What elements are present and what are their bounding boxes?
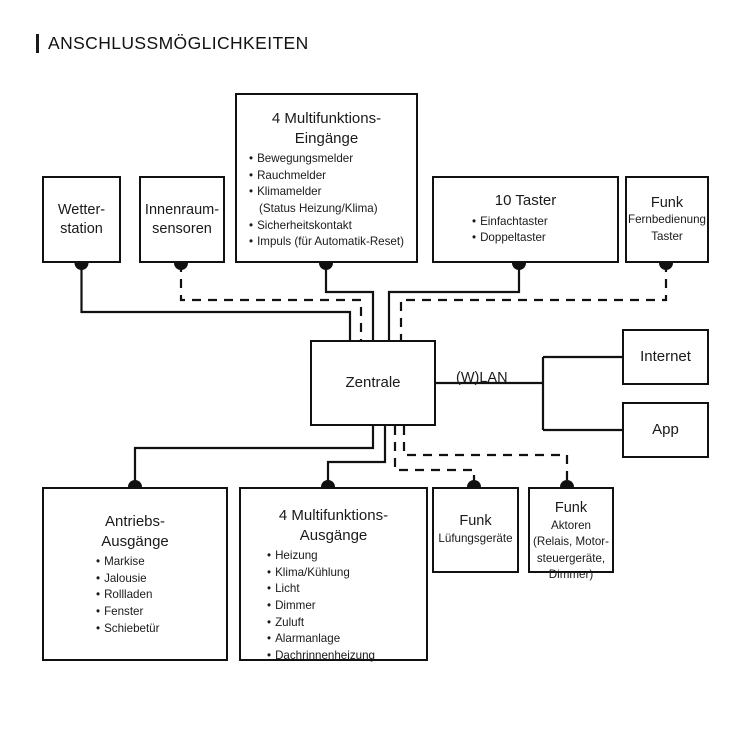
list-item: Heizung [267,548,375,565]
wire-wetterstation-zentrale [80,263,352,340]
node-wetterstation-title: Wetter- station [57,201,106,237]
node-taster-title: 10 Taster [494,192,557,209]
list-item: Doppeltaster [472,230,548,247]
node-innenraumsensoren-title: Innenraum- sensoren [144,201,220,237]
list-item: Markise [96,554,160,571]
node-antriebs-list: Markise Jalousie Rollladen Fenster Schie… [96,554,160,638]
list-item: Rollladen [96,587,160,604]
list-item: (Status Heizung/Klima) [259,202,378,216]
page-title: ANSCHLUSSMÖGLICHKEITEN [36,33,309,54]
list-item: Alarmanlage [267,631,375,648]
list-item: Licht [267,581,375,598]
list-item: Impuls (für Automatik-Reset) [249,234,404,251]
wire-zentrale-funkakt [402,426,569,487]
node-zentrale[interactable]: Zentrale [310,340,436,426]
wire-innenraumsensoren-zentrale [179,263,363,340]
list-item: Rauchmelder [249,168,404,185]
wire-zentrale-ausgaenge [326,426,387,487]
node-funkfern-title: Funk [650,194,684,211]
node-innenraumsensoren[interactable]: Innenraum- sensoren [139,176,225,263]
node-multifunktions-eingaenge[interactable]: 4 Multifunktions- Eingänge Bewegungsmeld… [235,93,418,263]
wire-zentrale-funkluft [393,426,476,487]
wire-eingaenge-zentrale [324,263,375,340]
node-funkfern-sub: Fernbedienung Taster [628,213,706,243]
node-multifunktions-ausgaenge[interactable]: 4 Multifunktions- Ausgänge Heizung Klima… [239,487,428,662]
node-antriebs-ausgaenge[interactable]: Antriebs- Ausgänge Markise Jalousie Roll… [42,487,228,661]
node-funk-fernbedienung[interactable]: Funk Fernbedienung Taster [625,176,709,263]
node-taster-list: Einfachtaster Doppeltaster [472,214,548,247]
node-ausgaenge-title: 4 Multifunktions- Ausgänge [278,507,389,544]
list-item: Schiebetür [96,621,159,638]
node-eingaenge-list: Bewegungsmelder Rauchmelder Klimamelder … [249,151,404,251]
node-eingaenge-title: 4 Multifunktions- Eingänge [271,110,382,147]
list-item: Dachrinnenheizung [267,648,375,665]
list-item: Dimmer [267,598,375,615]
node-zentrale-title: Zentrale [345,374,401,392]
node-funkluft-sub: Lüfungsgeräte [438,532,513,546]
node-internet-title: Internet [640,348,691,366]
title-tick-icon [36,34,39,53]
node-funk-luefungsgeraete[interactable]: Funk Lüfungsgeräte [432,487,519,573]
list-item: Zuluft [267,615,375,632]
list-item: Fenster [96,604,160,621]
wlan-label: (W)LAN [456,370,508,386]
node-app[interactable]: App [622,402,709,458]
node-wetterstation[interactable]: Wetter- station [42,176,121,263]
wire-taster-zentrale [387,263,521,340]
list-item: Einfachtaster [472,214,548,231]
node-antriebs-title: Antriebs- Ausgänge [101,513,169,550]
list-item: Klima/Kühlung [267,565,375,582]
list-item: Jalousie [96,571,160,588]
page-title-text: ANSCHLUSSMÖGLICHKEITEN [48,33,309,53]
node-app-title: App [652,421,679,439]
node-funkakt-sub: Aktoren (Relais, Motor- steuergeräte, Di… [532,518,610,582]
list-item: Sicherheitskontakt [249,218,404,235]
node-funkakt-title: Funk [554,500,588,516]
node-funkluft-title: Funk [459,513,492,530]
node-internet[interactable]: Internet [622,329,709,385]
node-funk-aktoren[interactable]: Funk Aktoren (Relais, Motor- steuergerät… [528,487,614,581]
wire-zentrale-antriebs [133,426,375,487]
list-item: Klimamelder [249,184,404,201]
node-ausgaenge-list: Heizung Klima/Kühlung Licht Dimmer Zuluf… [267,548,375,665]
list-item: Bewegungsmelder [249,151,404,168]
wire-funkfern-zentrale [399,263,668,340]
node-10-taster[interactable]: 10 Taster Einfachtaster Doppeltaster [432,176,619,263]
